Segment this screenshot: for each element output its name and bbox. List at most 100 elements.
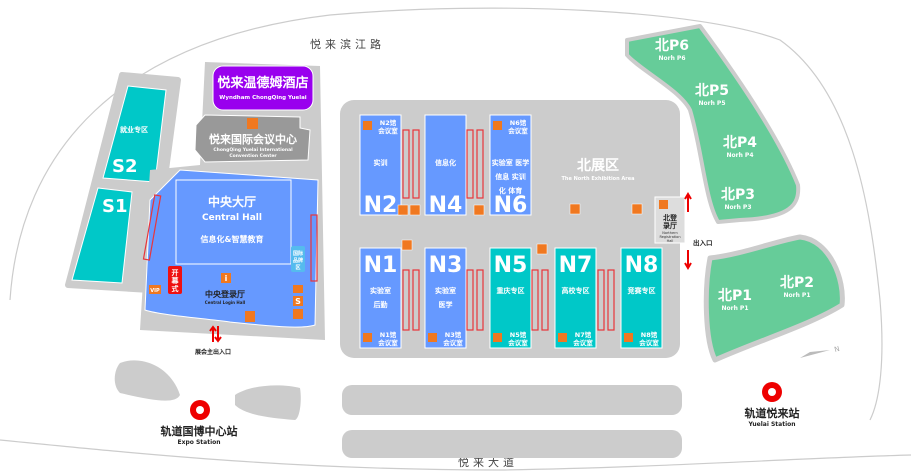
hall-block <box>489 247 532 349</box>
parking-label-en: Norh P1 <box>783 292 810 299</box>
north-compass-label: N <box>833 345 840 354</box>
facility-icon <box>409 204 421 216</box>
north-area-name-en: The North Exhibition Area <box>561 176 634 182</box>
opening-l1: 开 <box>172 269 179 277</box>
facility-icon <box>631 203 643 215</box>
central-hall-name: 中央大厅 <box>208 194 256 209</box>
opening-l3: 式 <box>172 284 179 293</box>
hall-zone-label: 实训 <box>374 158 388 167</box>
corridor <box>310 214 318 282</box>
meeting-room-label: N3馆 <box>445 330 462 339</box>
hotel-name: 悦来温德姆酒店 <box>217 75 308 91</box>
hall-zone-label: 重庆专区 <box>497 286 525 295</box>
hall-id: N6 <box>494 193 528 218</box>
corridor <box>607 269 615 331</box>
parking-label-en: Norh P6 <box>658 55 685 62</box>
hall-zone-label: 实验室 医学 <box>492 158 529 167</box>
meeting-room-label: 会议室 <box>639 338 659 347</box>
station-name-en: Expo Station <box>177 439 220 446</box>
meeting-room-icon <box>558 333 567 342</box>
parking-label: 北P3 <box>721 187 755 203</box>
hall-id: N8 <box>625 253 659 278</box>
facility-icon <box>536 243 548 255</box>
south-boundary <box>0 439 911 471</box>
facility-icon <box>401 239 413 251</box>
opening-ceremony[interactable] <box>168 266 182 294</box>
corridor <box>402 129 410 199</box>
luggage-icon <box>293 285 303 293</box>
intl-zone-l2: 品牌 <box>293 257 303 264</box>
vip-label: VIP <box>150 288 160 294</box>
north-reg-cn-2: 录厅 <box>663 222 677 230</box>
hall-zone-label: 竞赛专区 <box>627 286 656 295</box>
metro-station-yuelai[interactable]: 轨道悦来站 Yuelai Station <box>745 382 800 428</box>
meeting-room-label: 会议室 <box>508 126 528 135</box>
convention-center[interactable] <box>194 114 311 163</box>
convention-name-en-2: Convention Center <box>229 153 277 159</box>
hall-id: N4 <box>429 193 463 218</box>
hall-block <box>424 247 467 349</box>
intl-brand-zone[interactable] <box>291 246 305 272</box>
corridor <box>466 269 474 331</box>
meeting-room-label: 会议室 <box>378 126 398 135</box>
parking-label-en: Norh P1 <box>721 305 748 312</box>
hall-zone-label: 信息 实训 <box>495 172 525 181</box>
hall-id: N5 <box>494 253 528 278</box>
facility-icon <box>473 204 485 216</box>
station-name: 轨道悦来站 <box>745 406 800 420</box>
hall-n4[interactable]: N4 信息化 <box>424 114 467 218</box>
info-icon-glyph: i <box>225 274 228 283</box>
meeting-room-icon <box>363 333 372 342</box>
parking-p1-p2[interactable] <box>703 234 845 363</box>
parking-label-en: Norh P5 <box>698 100 725 107</box>
meeting-room-icon <box>363 121 372 130</box>
opening-l2: 幕 <box>171 276 180 285</box>
corridor <box>531 269 539 331</box>
meeting-room-label: 会议室 <box>443 338 463 347</box>
hall-id: N3 <box>429 253 463 278</box>
parking-label: 北P4 <box>723 135 757 151</box>
corridor <box>541 269 549 331</box>
hotel[interactable] <box>212 65 314 111</box>
parking-label-en: Norh P4 <box>726 152 753 159</box>
hall-zone-label: 后勤 <box>374 300 388 309</box>
parking-p3-p6[interactable] <box>625 24 801 224</box>
north-area-name: 北展区 <box>577 158 619 174</box>
corridor <box>142 194 162 261</box>
shop-icon-glyph: S <box>295 297 301 306</box>
parking-label: 北P2 <box>780 275 814 291</box>
hall-zone-label: 实验室 <box>435 286 456 295</box>
meeting-room-label: 会议室 <box>378 338 398 347</box>
central-hall-name-en: Central Hall <box>202 213 262 223</box>
road-label-south: 悦来大道 <box>458 455 518 469</box>
hotel-name-en: Wyndham ChongQing Yuelai <box>219 95 307 101</box>
central-hall[interactable] <box>144 169 319 328</box>
north-reg-en-3: Hall <box>667 239 674 243</box>
parking-label: 北P6 <box>655 38 689 54</box>
hall-block <box>489 114 532 216</box>
road-island <box>235 385 301 420</box>
meeting-room-label: N5馆 <box>510 330 527 339</box>
facility-icon <box>569 203 581 215</box>
north-reg-en-2: Registration <box>659 235 680 239</box>
convention-name: 悦来国际会议中心 <box>209 132 297 146</box>
parking-label-en: Norh P3 <box>724 204 751 211</box>
corridor <box>466 129 474 199</box>
hall-block <box>424 114 467 216</box>
main-entrance-label: 展会主出入口 <box>195 348 231 356</box>
s2-zone-label: 就业专区 <box>120 125 148 134</box>
metro-station-expo[interactable]: 轨道国博中心站 Expo Station <box>161 400 238 446</box>
staff-icon <box>659 200 668 209</box>
hall-s1[interactable] <box>71 187 133 284</box>
station-name-en: Yuelai Station <box>747 421 795 428</box>
north-reg-en-1: Northern <box>662 231 678 235</box>
hall-zone-label: 信息化 <box>435 158 456 167</box>
